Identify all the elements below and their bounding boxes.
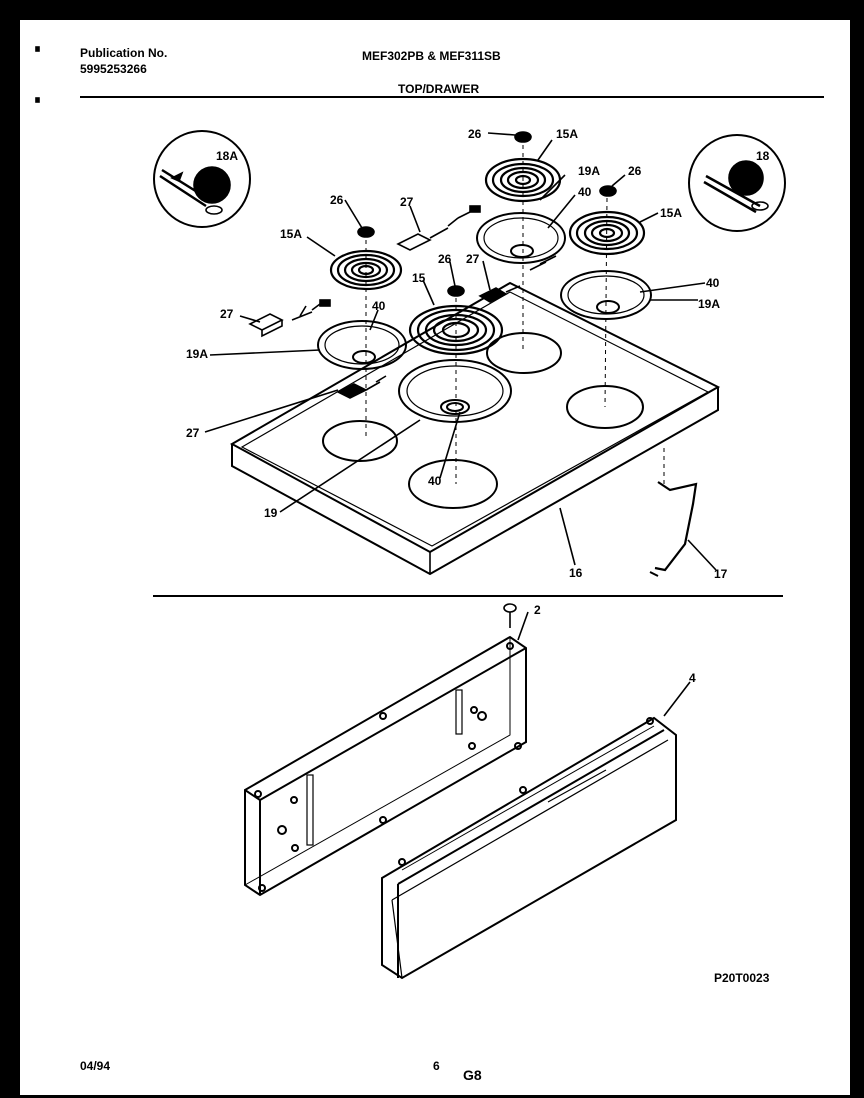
element-cap-26	[599, 185, 617, 197]
detail-circle-18	[688, 134, 786, 232]
receptacle-27	[396, 205, 481, 251]
callout-26: 26	[628, 164, 642, 178]
receptacle-27	[478, 255, 557, 303]
callout-40: 40	[372, 299, 386, 313]
callout-4: 4	[689, 671, 696, 685]
callout-26: 26	[330, 193, 344, 207]
publication-label: Publication No.	[80, 46, 168, 60]
mark-dot	[35, 46, 40, 52]
callout-26: 26	[468, 127, 482, 141]
drawer-front-4	[381, 716, 677, 980]
callout-15a: 15A	[556, 127, 578, 141]
drawing-id: P20T0023	[714, 971, 770, 985]
model-numbers: MEF302PB & MEF311SB	[362, 49, 501, 63]
receptacle-27	[336, 375, 387, 399]
element-cap-26	[447, 285, 465, 297]
bracket-17	[654, 481, 698, 572]
callout-19: 19	[264, 506, 278, 520]
element-cap-26	[514, 131, 532, 143]
callout-15a: 15A	[280, 227, 302, 241]
cooktop-front-edge	[231, 387, 719, 576]
burner-hole	[408, 459, 498, 509]
callout-19a: 19A	[186, 347, 208, 361]
callout-40: 40	[706, 276, 720, 290]
drip-bowl-19	[398, 359, 512, 423]
callout-17: 17	[714, 567, 728, 581]
mark-dot	[35, 97, 40, 103]
callout-27: 27	[220, 307, 234, 321]
callout-40: 40	[428, 474, 442, 488]
callout-40: 40	[578, 185, 592, 199]
callout-18: 18	[756, 149, 770, 163]
section-title: TOP/DRAWER	[398, 82, 480, 96]
leader-26	[487, 132, 516, 136]
publication-number: 5995253266	[80, 62, 147, 76]
burner-hole	[322, 420, 398, 462]
callout-27: 27	[186, 426, 200, 440]
callout-27: 27	[400, 195, 414, 209]
burner-hole	[486, 332, 562, 374]
receptacle-27	[248, 299, 331, 338]
footer-date: 04/94	[80, 1059, 111, 1073]
detail-circle-18a	[153, 130, 251, 228]
callout-18a: 18A	[216, 149, 238, 163]
callout-27: 27	[466, 252, 480, 266]
footer-page-number: 6	[433, 1059, 440, 1073]
drawer-panel-2	[244, 635, 527, 897]
drip-bowl-19a-left	[317, 320, 407, 370]
element-cap-26	[357, 226, 375, 238]
burner-hole	[566, 385, 644, 429]
callout-19a: 19A	[578, 164, 600, 178]
callout-26: 26	[438, 252, 452, 266]
callout-16: 16	[569, 566, 583, 580]
callout-19a: 19A	[698, 297, 720, 311]
callout-2: 2	[534, 603, 541, 617]
footer-code: G8	[463, 1067, 482, 1083]
callout-15: 15	[412, 271, 426, 285]
callout-15a: 15A	[660, 206, 682, 220]
screw	[503, 603, 517, 628]
drip-bowl-19a-rear	[476, 212, 566, 264]
